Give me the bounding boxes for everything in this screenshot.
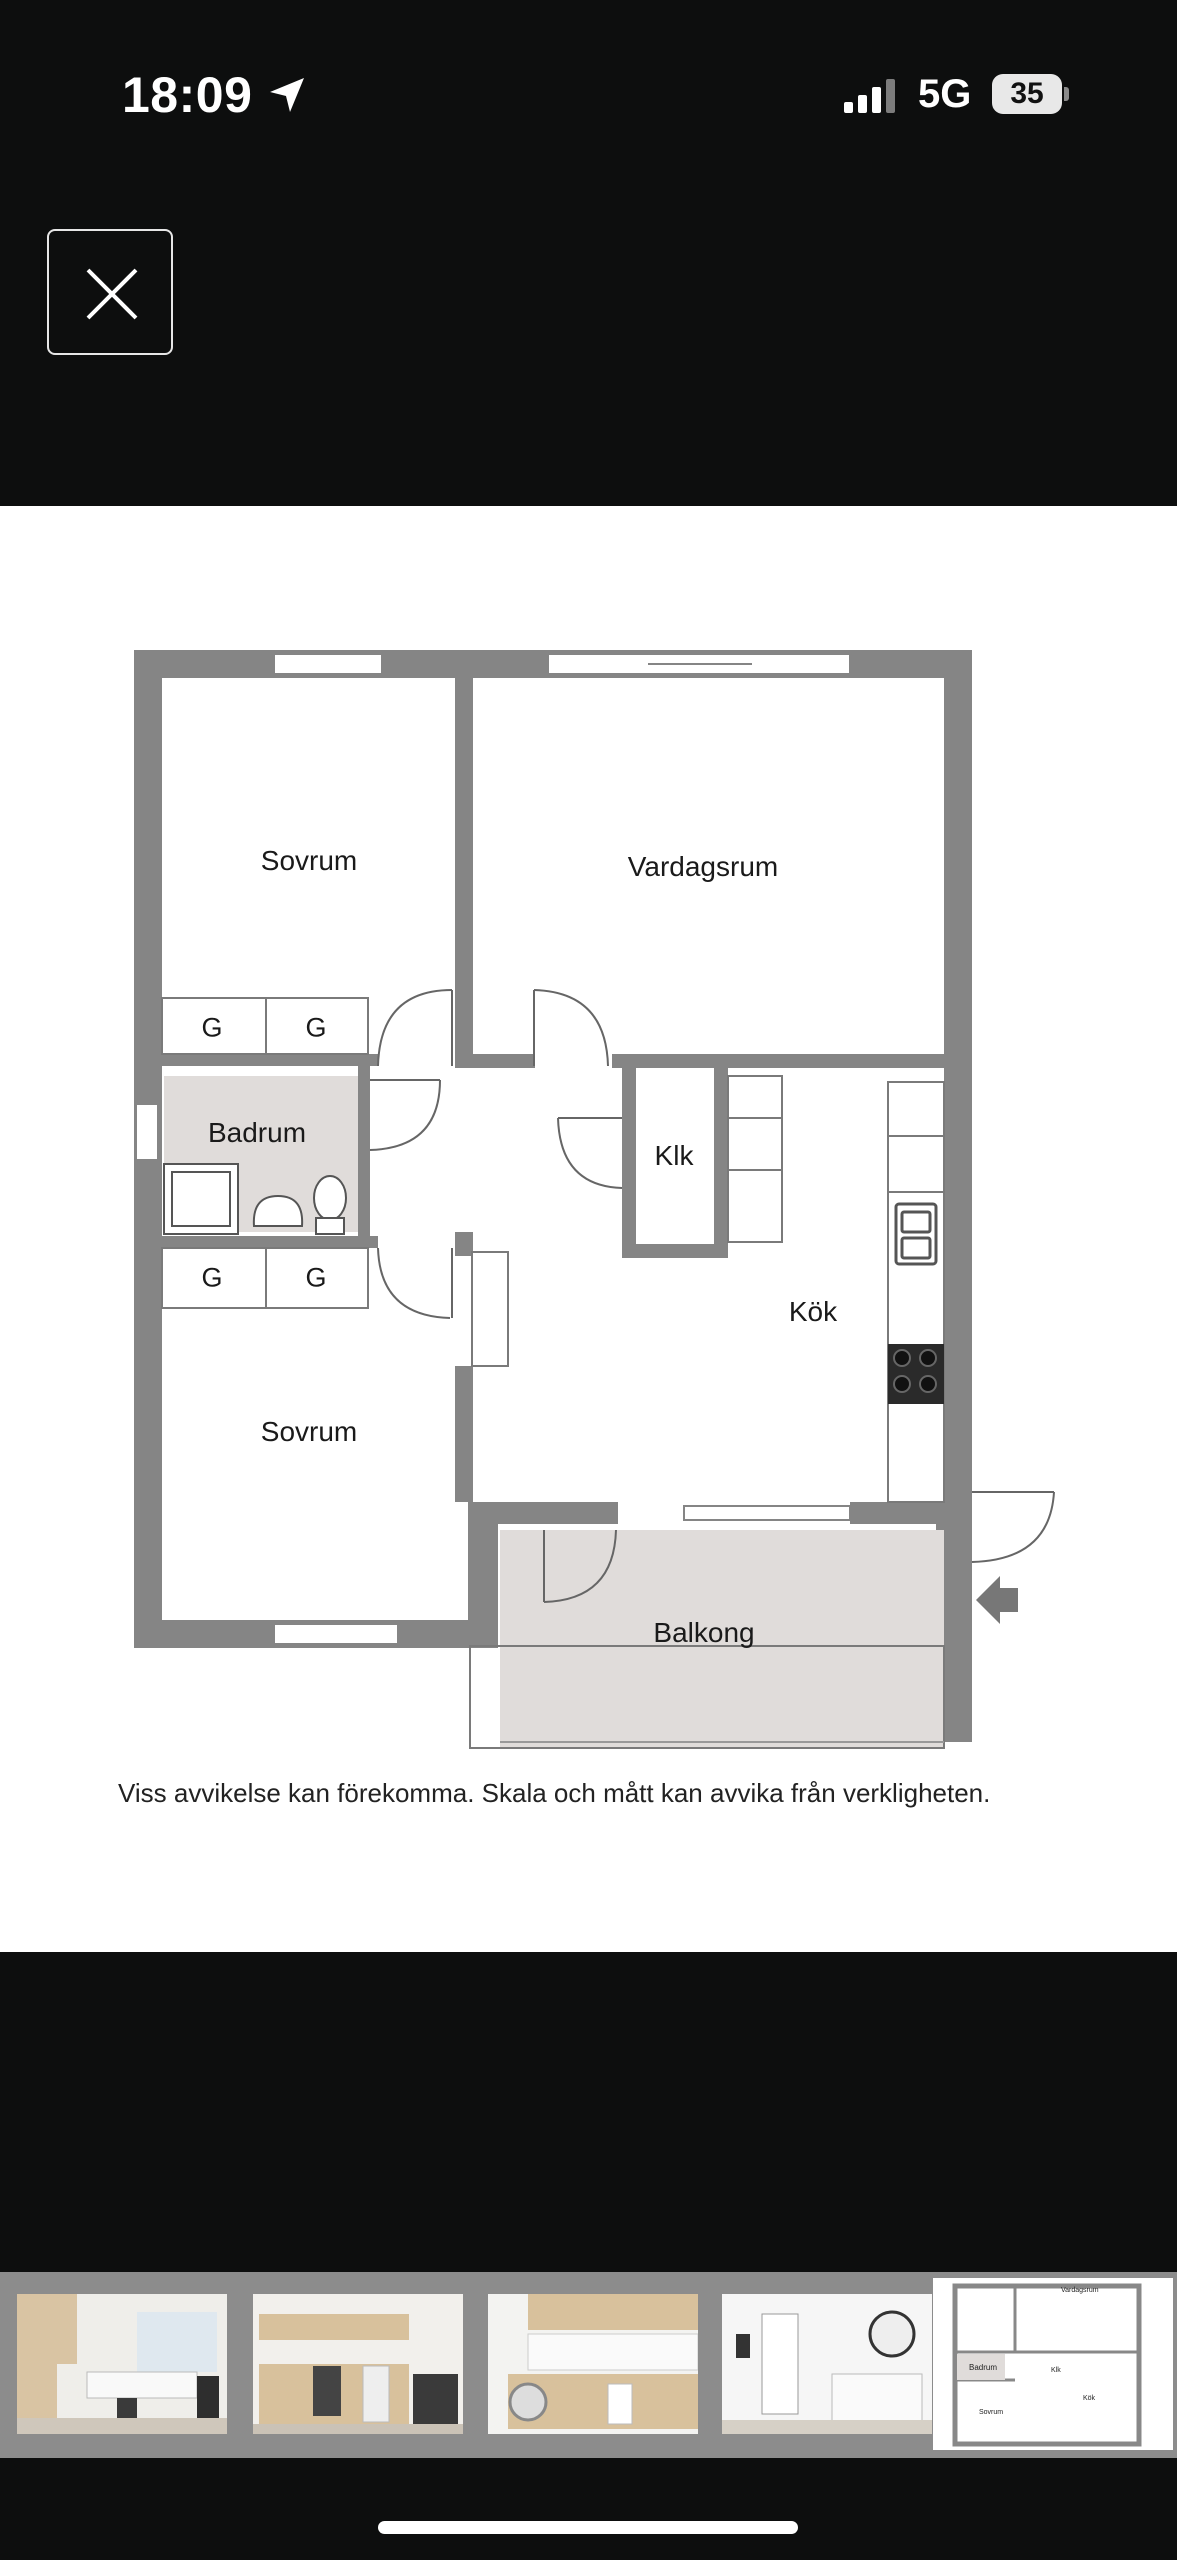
room-label-balkong: Balkong (653, 1617, 755, 1648)
closet-label: G (305, 1262, 327, 1293)
thumbnail-hallway[interactable] (722, 2294, 932, 2434)
room-label-badrum: Badrum (207, 1117, 307, 1148)
room-label-kok: Kök (788, 1296, 838, 1327)
thumbnail-floorplan[interactable]: Badrum Klk Sovrum Kök Vardagsrum (933, 2278, 1173, 2450)
close-icon (86, 268, 138, 320)
location-arrow-icon (270, 78, 304, 112)
status-time: 18:09 (122, 67, 253, 123)
room-label-sovrum-top: Sovrum (260, 845, 358, 876)
thumbnail-kitchen-dining[interactable] (17, 2294, 227, 2434)
image-viewer[interactable]: Sovrum Vardagsrum Badrum Klk Kök Sovrum … (0, 506, 1177, 1952)
floorplan-disclaimer: Viss avvikelse kan förekomma. Skala och … (118, 1778, 991, 1808)
room-label-vardagsrum: Vardagsrum (627, 851, 779, 882)
closet-label: G (201, 1012, 223, 1043)
close-button[interactable] (47, 229, 173, 355)
closet-label: G (305, 1012, 327, 1043)
svg-text:Klk: Klk (1051, 2367, 1061, 2374)
home-indicator[interactable] (378, 2521, 798, 2534)
cellular-signal-icon (844, 79, 895, 113)
thumbnail-strip[interactable]: Badrum Klk Sovrum Kök Vardagsrum (0, 2272, 1177, 2458)
thumbnail-kitchen-counter[interactable] (253, 2294, 463, 2434)
svg-text:Vardagsrum: Vardagsrum (1061, 2287, 1099, 2294)
thumbnail-kitchen-laundry[interactable] (488, 2294, 698, 2434)
closet-label: G (201, 1262, 223, 1293)
room-label-sovrum-bottom: Sovrum (260, 1416, 358, 1447)
svg-text:Kök: Kök (1083, 2395, 1096, 2402)
battery-level: 35 (1010, 77, 1044, 110)
svg-text:Badrum: Badrum (969, 2363, 997, 2372)
floorplan-drawing (134, 650, 1055, 1749)
network-type: 5G (918, 72, 972, 116)
battery-icon: 35 (992, 74, 1070, 114)
svg-text:Sovrum: Sovrum (979, 2409, 1003, 2416)
room-label-klk: Klk (654, 1140, 694, 1171)
status-bar: 18:09 5G 35 (0, 0, 1177, 190)
